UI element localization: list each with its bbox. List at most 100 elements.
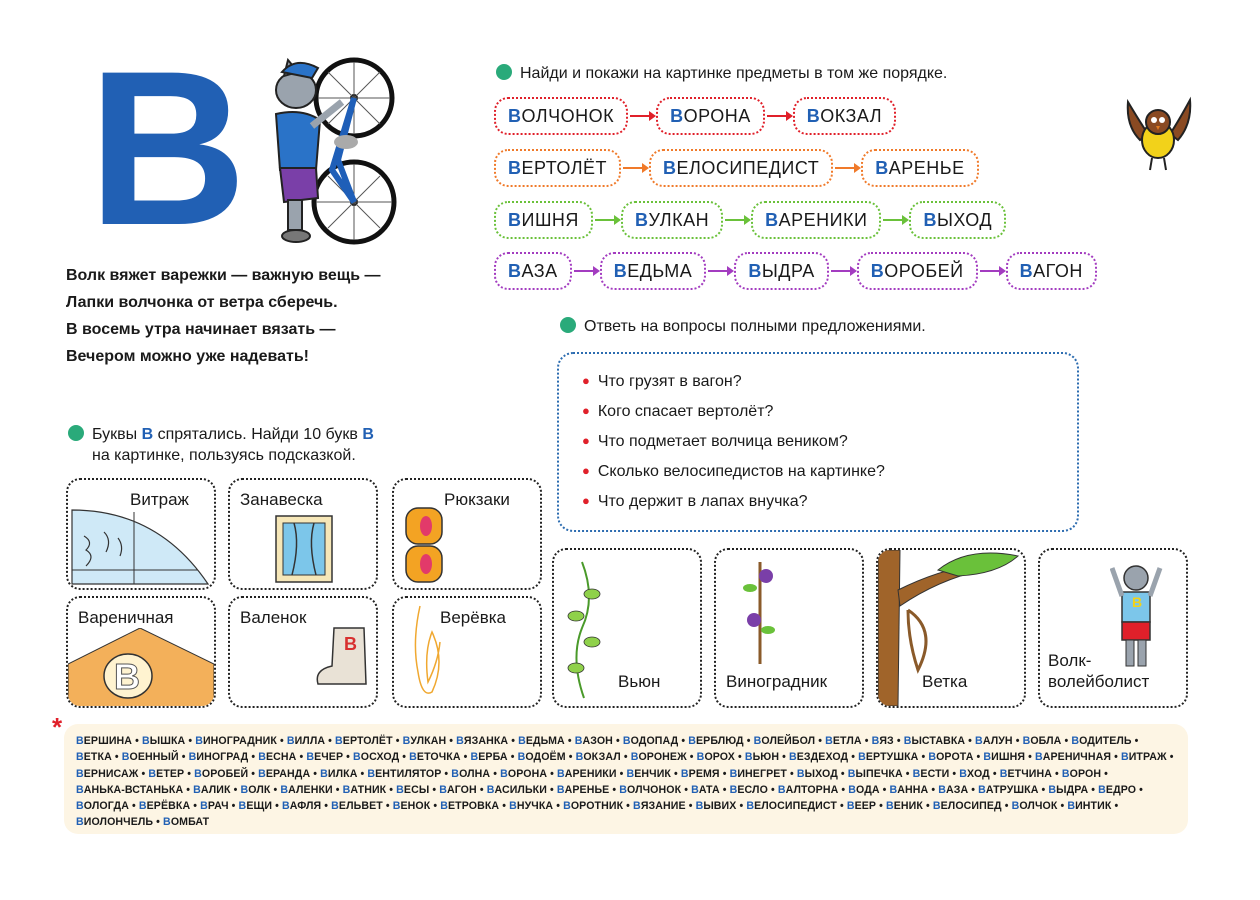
- arrow-right-icon: [630, 111, 657, 121]
- word-list-item: ВОРОТА: [928, 751, 974, 764]
- word-list-item: ВАТНИК: [342, 783, 387, 796]
- word-list-item: ВОРОНЕЖ: [630, 751, 687, 764]
- chain-word-first-letter: В: [634, 209, 649, 230]
- chain-word-rest: ЫДРА: [761, 260, 815, 281]
- word-list-item: ВЕДРО: [1098, 783, 1137, 796]
- word-list-item: ВЕСТИ: [912, 767, 950, 780]
- backpack-icon: [405, 507, 443, 583]
- question-text: Что подметает волчица веником?: [597, 433, 848, 450]
- chain-word-rest: ОРОНА: [683, 105, 751, 126]
- chain-word-first-letter: В: [508, 105, 522, 126]
- letter-highlight: В: [362, 426, 374, 443]
- asterisk-icon: *: [52, 712, 63, 742]
- wolf-bicycle-illustration: [274, 57, 397, 245]
- bullet-icon: ●: [582, 403, 590, 418]
- hint-card-label: Витраж: [130, 490, 189, 509]
- word-list-item: ВАЛИК: [193, 783, 231, 796]
- letter-highlight: В: [141, 426, 154, 443]
- task-text: на картинке, пользуясь подсказкой.: [92, 447, 356, 464]
- hint-card-ryukzaki: Рюкзаки: [392, 478, 542, 590]
- hint-card-label: Верёвка: [440, 608, 506, 627]
- word-list-item: ВОРОНА: [500, 767, 548, 780]
- poem-line: В восемь утра начинает вязать —: [66, 321, 336, 338]
- word-list-item: ВЕТОЧКА: [409, 751, 461, 764]
- word-list-item: ВОРОН: [1061, 767, 1102, 780]
- word-list-item: ВОЛК: [240, 783, 271, 796]
- arrow-right-icon: [766, 111, 793, 121]
- word-list-item: ВЕСЫ: [396, 783, 430, 796]
- word-list-item: ВИНОГРАДНИК: [195, 735, 277, 747]
- task-text: спрятались. Найди 10 букв: [153, 426, 363, 443]
- word-list-item: ВОБЛА: [1022, 735, 1062, 747]
- chain-word-first-letter: В: [748, 260, 762, 281]
- arrow-right-icon: [725, 215, 752, 225]
- bullet-icon: ●: [582, 373, 590, 388]
- hint-card-label: Рюкзаки: [444, 490, 510, 509]
- word-list-item: ВОСХОД: [353, 751, 400, 764]
- word-list-item: ВАЛУН: [975, 735, 1013, 747]
- word-list-item: ВАРЕНИКИ: [556, 767, 617, 780]
- questions-list: ●Что грузят в вагон? ●Кого спасает верто…: [582, 366, 885, 516]
- chain-word-rest: АРЕНИКИ: [778, 209, 868, 230]
- arrow-right-icon: [979, 266, 1006, 276]
- word-list-item: ВАСИЛЬКИ: [486, 783, 547, 796]
- question-item: ● Что грузят в вагон?: [582, 366, 885, 396]
- word-list-item: ВОЕННЫЙ: [121, 751, 179, 764]
- hint-card-verevka: Верёвка: [392, 596, 542, 708]
- word-list-item: ВЕЩИ: [238, 800, 273, 813]
- question-item: ●Сколько велосипедистов на картинке?: [582, 456, 885, 486]
- chain-word-rest: ЫХОД: [936, 209, 993, 230]
- arrow-right-icon: [623, 163, 650, 173]
- word-list-item: ВЕРШИНА: [76, 735, 133, 747]
- task-text: Буквы: [92, 426, 142, 443]
- chain-word-first-letter: В: [1019, 260, 1034, 281]
- pic-card-vetka: Ветка: [876, 548, 1026, 708]
- word-list-item: ВЯЗ: [871, 735, 894, 747]
- chain-word-rest: ОРОБЕЙ: [884, 260, 964, 281]
- word-list-item: ВИШНЯ: [983, 751, 1026, 764]
- word-list-item: ВЕЛЬВЕТ: [331, 800, 383, 813]
- word-list-item: ВОДА: [848, 783, 880, 796]
- word-list-item: ВАТА: [691, 783, 720, 796]
- question-text: Что грузят в вагон?: [597, 373, 742, 390]
- word-list-item: ВОКЗАЛ: [575, 751, 621, 764]
- house-roof-icon: [68, 628, 214, 706]
- word-list-item: ВЕРНИСАЖ: [76, 767, 139, 780]
- word-list-item: ВЕТЛА: [825, 735, 862, 747]
- word-list-panel: [64, 724, 1188, 834]
- green-dot-icon: [68, 425, 84, 441]
- word-list-item: ВАТРУШКА: [978, 783, 1039, 796]
- pic-card-label: Вьюн: [618, 672, 661, 691]
- word-list-item: ВЯЗАНИЕ: [633, 800, 686, 813]
- vine-icon: [743, 562, 775, 664]
- green-dot-icon: [496, 64, 512, 80]
- pic-card-vinogradnik: Виноградник: [714, 548, 864, 708]
- task-find-objects: Найди и покажи на картинке предметы в то…: [496, 64, 947, 83]
- big-letter: В: [88, 25, 247, 271]
- word-list-item: ВЕТРОВКА: [440, 800, 500, 813]
- word-list-item: ВИНТИК: [1067, 800, 1112, 813]
- question-text: Что держит в лапах внучка?: [597, 493, 808, 510]
- word-list-item: ВЕНОК: [392, 800, 431, 813]
- chain-word-first-letter: В: [663, 157, 677, 178]
- word-list-item: ВОДИТЕЛЬ: [1071, 735, 1132, 747]
- word-list-item: ВАЗОН: [574, 735, 613, 747]
- arrow-right-icon: [830, 266, 857, 276]
- word-list-item: ВЕЧЕР: [306, 751, 344, 764]
- hint-card-label: Занавеска: [240, 490, 323, 509]
- curtain-icon: [275, 515, 333, 583]
- word-list-item: ВНУЧКА: [509, 800, 554, 813]
- word-list-item: ВОЛОГДА: [76, 800, 129, 813]
- word-list-item: ВАРЕНЬЕ: [556, 783, 610, 796]
- question-item: ●Что держит в лапах внучка?: [582, 486, 885, 516]
- word-list-item: ВЕНТИЛЯТОР: [367, 767, 442, 780]
